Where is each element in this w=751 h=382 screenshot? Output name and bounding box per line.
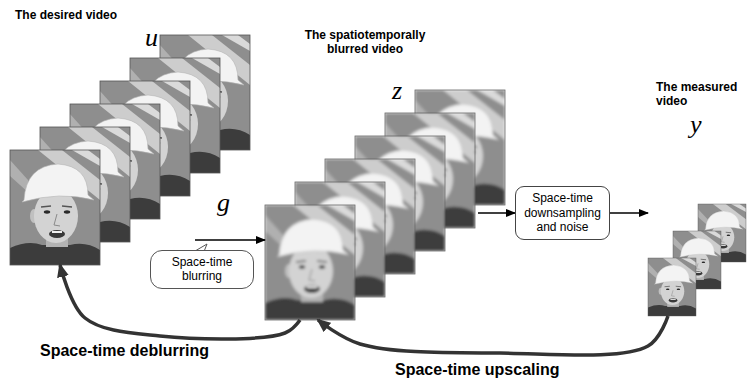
video-title: The spatiotemporally blurred video [300, 28, 430, 57]
video-frame [265, 205, 355, 320]
desired-video-frames [10, 35, 250, 265]
video-stack: The measured video y [648, 78, 746, 316]
process-arrow [318, 316, 668, 355]
video-symbol: y [690, 112, 706, 138]
text-slot: Space-time upscaling [395, 361, 560, 379]
video-frame [648, 258, 696, 316]
video-symbol: z [392, 78, 408, 104]
text-slot: u [145, 25, 161, 51]
video-symbol: u [145, 25, 161, 51]
callout-text: Space-time blurring [157, 255, 247, 284]
video-title: The measured video [656, 80, 746, 109]
video-frame [10, 150, 100, 265]
text-slot: y [690, 112, 706, 138]
text-slot: z [392, 78, 408, 104]
text-slot: The desired video [15, 8, 150, 22]
blurred-video-frames [265, 90, 505, 320]
measured-video-frames [648, 204, 746, 316]
callout-bubble: Space-time blurring [150, 250, 254, 289]
text-slot: The measured video [656, 80, 746, 109]
flow-arrow [610, 212, 648, 214]
video-stack: The spatiotemporally blurred video z [265, 26, 505, 320]
process-box: Space-time downsampling and noise [515, 186, 610, 239]
video-stack: The desired video u [10, 6, 250, 265]
text-slot: Space-time deblurring [40, 342, 209, 360]
flow-arrow [478, 212, 515, 214]
operator-symbol: g [217, 190, 230, 216]
process-text: Space-time downsampling and noise [520, 191, 605, 234]
process-label: Space-time upscaling [395, 361, 560, 379]
text-slot: g [217, 190, 230, 216]
flow-arrow [195, 239, 265, 241]
process-label: Space-time deblurring [40, 342, 209, 360]
text-slot: The spatiotemporally blurred video [300, 28, 430, 57]
video-title: The desired video [15, 8, 150, 22]
